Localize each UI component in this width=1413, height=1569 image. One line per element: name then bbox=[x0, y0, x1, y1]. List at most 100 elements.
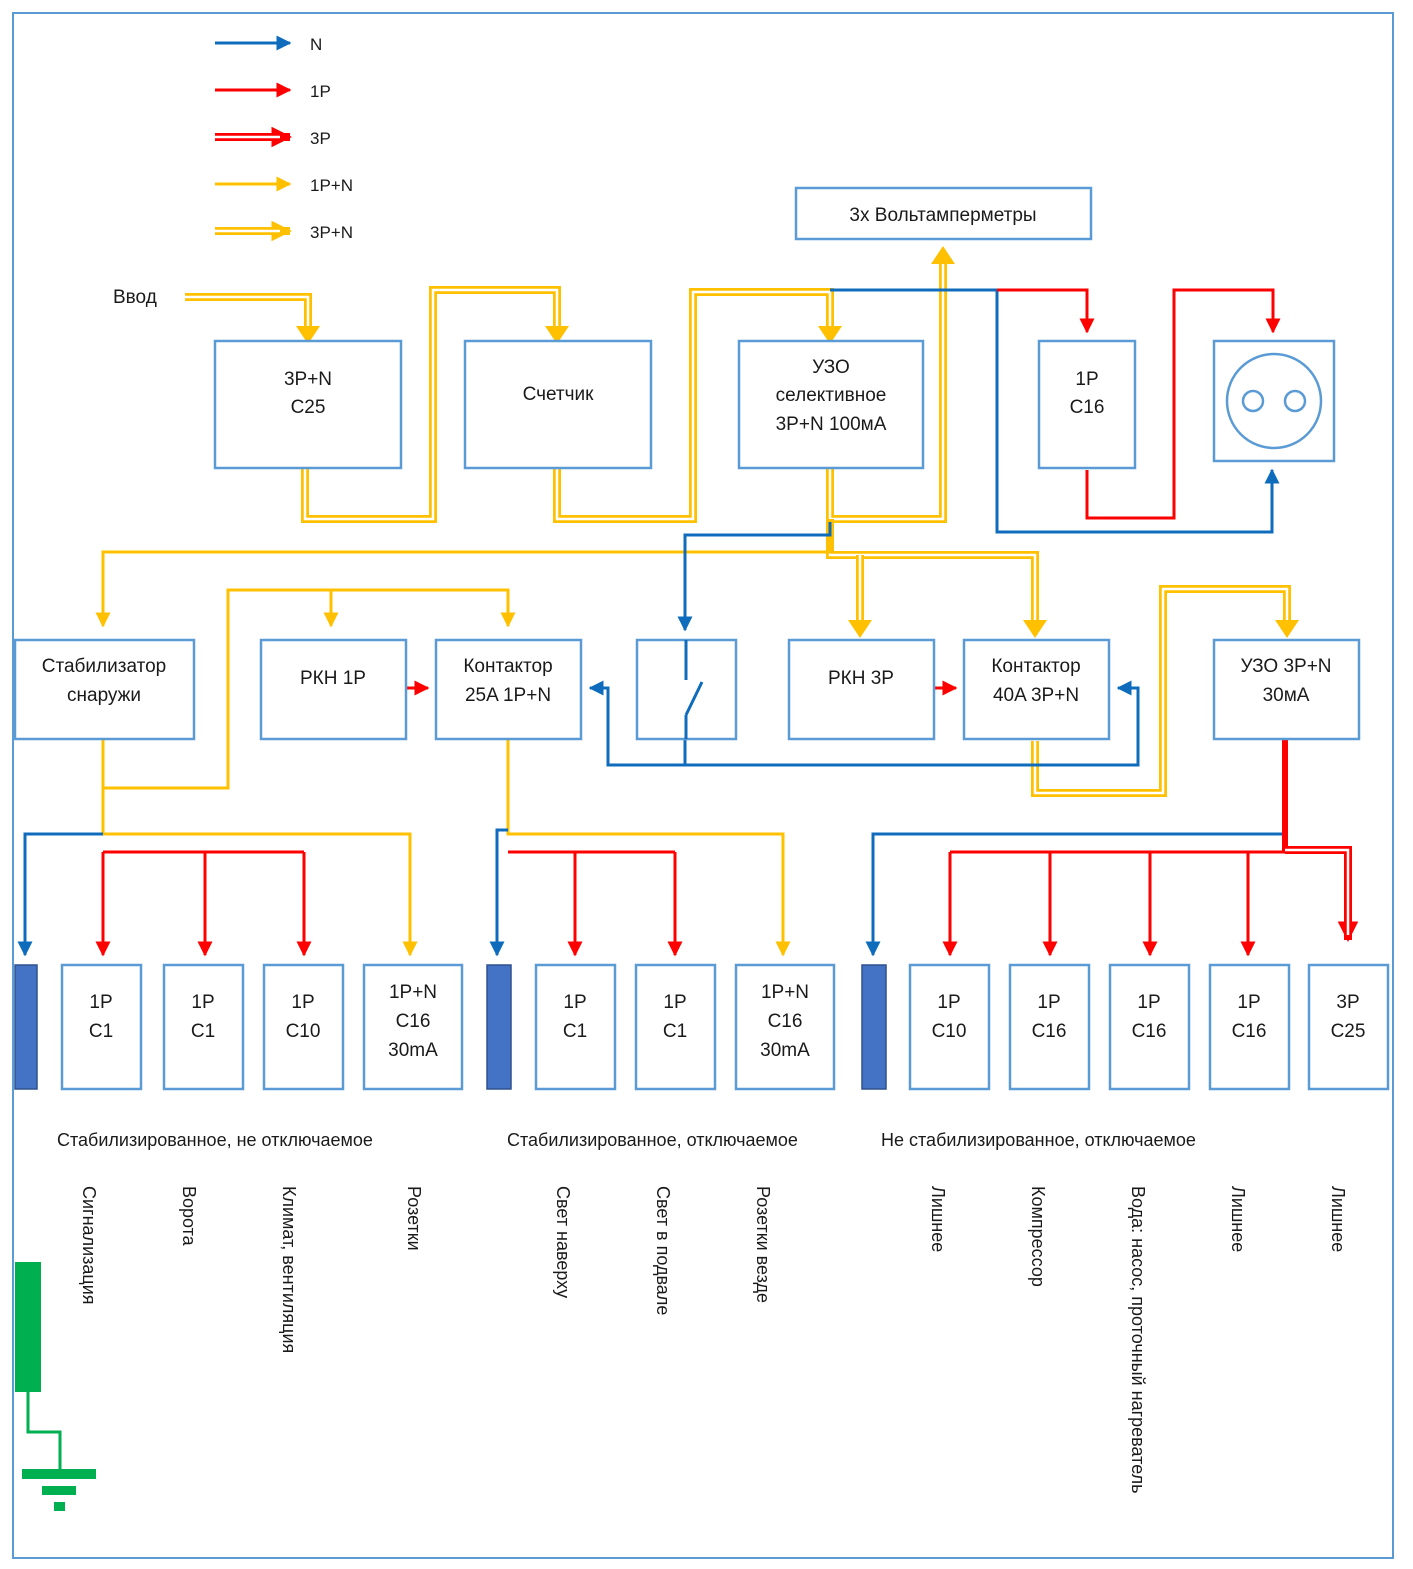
rcd-3p-n-line1: УЗО 3P+N bbox=[1240, 656, 1331, 677]
breaker-line: 1P+N bbox=[389, 982, 437, 1003]
breaker-line: 1P bbox=[191, 992, 214, 1013]
group1-breaker-1: 1P C1 bbox=[60, 963, 143, 1091]
legend-1p-n: 1P+N bbox=[215, 176, 353, 195]
legend-3p-label: 3P bbox=[310, 129, 331, 148]
rkn-3p-box: РКН 3Р bbox=[787, 638, 936, 741]
load-label: Лишнее bbox=[1228, 1186, 1248, 1252]
neutral-bus-group-3 bbox=[861, 964, 887, 1090]
contactor-25a-line1: Контактор bbox=[463, 656, 552, 677]
input-label: Ввод bbox=[113, 287, 157, 308]
legend-1p-n-label: 1P+N bbox=[310, 176, 353, 195]
group2-breaker-2: 1P C1 bbox=[634, 963, 717, 1091]
breaker-line: C16 bbox=[768, 1011, 803, 1032]
legend-3p: 3P bbox=[215, 126, 331, 148]
breaker-line: 1P bbox=[1037, 992, 1060, 1013]
rkn-1p-label: РКН 1Р bbox=[300, 668, 366, 689]
phase-3p-trunk bbox=[1282, 740, 1359, 943]
voltammeters-label: 3x Вольтамперметры bbox=[849, 205, 1036, 226]
rcd-3p-n-line2: 30мА bbox=[1263, 685, 1310, 706]
meter-label: Счетчик bbox=[523, 384, 595, 405]
group3-breaker-5: 3P C25 bbox=[1307, 963, 1390, 1091]
neutral-bus-group-2 bbox=[486, 964, 512, 1090]
breaker-line: C1 bbox=[89, 1021, 113, 1042]
breaker-line: 1P bbox=[663, 992, 686, 1013]
contactor-40a-line2: 40A 3P+N bbox=[993, 685, 1079, 706]
load-label: Сигнализация bbox=[79, 1186, 99, 1305]
contactor-25a-line2: 25A 1P+N bbox=[465, 685, 551, 706]
rkn-1p-box: РКН 1Р bbox=[259, 638, 408, 741]
breaker-line: C1 bbox=[563, 1021, 587, 1042]
meter-box: Счетчик bbox=[463, 339, 653, 470]
group3-breaker-2: 1P C16 bbox=[1008, 963, 1091, 1091]
legend-n-label: N bbox=[310, 35, 322, 54]
feed-3p-n-arrowhead bbox=[545, 326, 569, 344]
breaker-line: 1P bbox=[291, 992, 314, 1013]
breaker-line: 1P bbox=[1137, 992, 1160, 1013]
rcd-3p-n-box: УЗО 3P+N 30мА bbox=[1212, 638, 1361, 741]
breaker-line: 30mA bbox=[760, 1040, 810, 1061]
group1-title: Стабилизированное, не отключаемое bbox=[57, 1130, 373, 1150]
load-label: Лишнее bbox=[928, 1186, 948, 1252]
legend-3p-n: 3P+N bbox=[215, 220, 353, 242]
contactor-40a-box: Контактор 40A 3P+N bbox=[962, 638, 1111, 741]
group1-breaker-2: 1P C1 bbox=[162, 963, 245, 1091]
load-label: Компрессор bbox=[1028, 1186, 1048, 1287]
breaker-line: 1P bbox=[937, 992, 960, 1013]
feed-3p-n-arrowhead bbox=[931, 246, 955, 264]
feed-3p-n-arrowhead bbox=[296, 326, 320, 344]
group3-breaker-1: 1P C10 bbox=[908, 963, 991, 1091]
breaker-line: 1P bbox=[89, 992, 112, 1013]
breaker-line: C16 bbox=[1132, 1021, 1167, 1042]
breaker-line: C16 bbox=[396, 1011, 431, 1032]
legend-1p: 1P bbox=[215, 82, 331, 101]
load-label: Лишнее bbox=[1328, 1186, 1348, 1252]
legend-1p-label: 1P bbox=[310, 82, 331, 101]
contactor-40a-line1: Контактор bbox=[991, 656, 1080, 677]
phase-lines bbox=[95, 288, 1285, 957]
feed-3p-n-core bbox=[185, 295, 310, 332]
breaker-line: C16 bbox=[1232, 1021, 1267, 1042]
feed-3p-n-core bbox=[555, 290, 832, 521]
breaker-line: C1 bbox=[663, 1021, 687, 1042]
load-label: Свет наверху bbox=[553, 1186, 573, 1298]
load-label: Климат, вентиляция bbox=[279, 1186, 299, 1353]
load-label: Розетки везде bbox=[753, 1186, 773, 1303]
feed-3p-n-arrowhead bbox=[1275, 620, 1299, 638]
load-label: Свет в подвале bbox=[653, 1186, 673, 1315]
neutral-bus-group-1 bbox=[14, 964, 38, 1090]
main-breaker-line1: 3P+N bbox=[284, 369, 332, 390]
breaker-line: 1P bbox=[1237, 992, 1260, 1013]
group1-breaker-3: 1P C10 bbox=[262, 963, 345, 1091]
feed-3p-n-arrowhead bbox=[1023, 620, 1047, 638]
breaker-line: C25 bbox=[1331, 1021, 1366, 1042]
stabilizer-box: Стабилизатор снаружи bbox=[13, 638, 196, 741]
breaker-line: C10 bbox=[286, 1021, 321, 1042]
voltammeters-box: 3x Вольтамперметры bbox=[794, 186, 1093, 241]
rcd-selective-box: УЗО селективное 3P+N 100мА bbox=[737, 339, 925, 470]
group2-breaker-3: 1P+N C16 30mA bbox=[734, 963, 836, 1091]
group2-breaker-1: 1P C1 bbox=[534, 963, 617, 1091]
switch-icon bbox=[635, 638, 738, 741]
rcd-selective-line1: УЗО bbox=[812, 357, 850, 378]
contactor-25a-box: Контактор 25A 1P+N bbox=[434, 638, 583, 741]
feed-3p-n-core bbox=[1033, 587, 1289, 795]
load-label: Розетки bbox=[404, 1186, 424, 1251]
group3-title: Не стабилизированное, отключаемое bbox=[881, 1130, 1196, 1150]
load-label: Вода: насос, проточный нагреватель bbox=[1128, 1186, 1148, 1494]
breaker-1p-c16-line1: 1P bbox=[1075, 369, 1098, 390]
rkn-3p-label: РКН 3Р bbox=[828, 668, 894, 689]
load-label: Ворота bbox=[179, 1186, 199, 1247]
group2-title: Стабилизированное, отключаемое bbox=[507, 1130, 798, 1150]
socket-icon bbox=[1212, 339, 1336, 463]
stabilizer-line2: снаружи bbox=[67, 685, 141, 706]
breaker-line: 3P bbox=[1336, 992, 1359, 1013]
main-breaker-line2: C25 bbox=[291, 397, 326, 418]
neutral-lines bbox=[17, 288, 1285, 957]
breaker-line: 1P bbox=[563, 992, 586, 1013]
diagram-frame bbox=[12, 12, 1394, 1559]
breaker-line: C1 bbox=[191, 1021, 215, 1042]
rcd-selective-line3: 3P+N 100мА bbox=[776, 414, 887, 435]
earth-ground-icon bbox=[15, 1262, 96, 1511]
legend-3p-n-label: 3P+N bbox=[310, 223, 353, 242]
